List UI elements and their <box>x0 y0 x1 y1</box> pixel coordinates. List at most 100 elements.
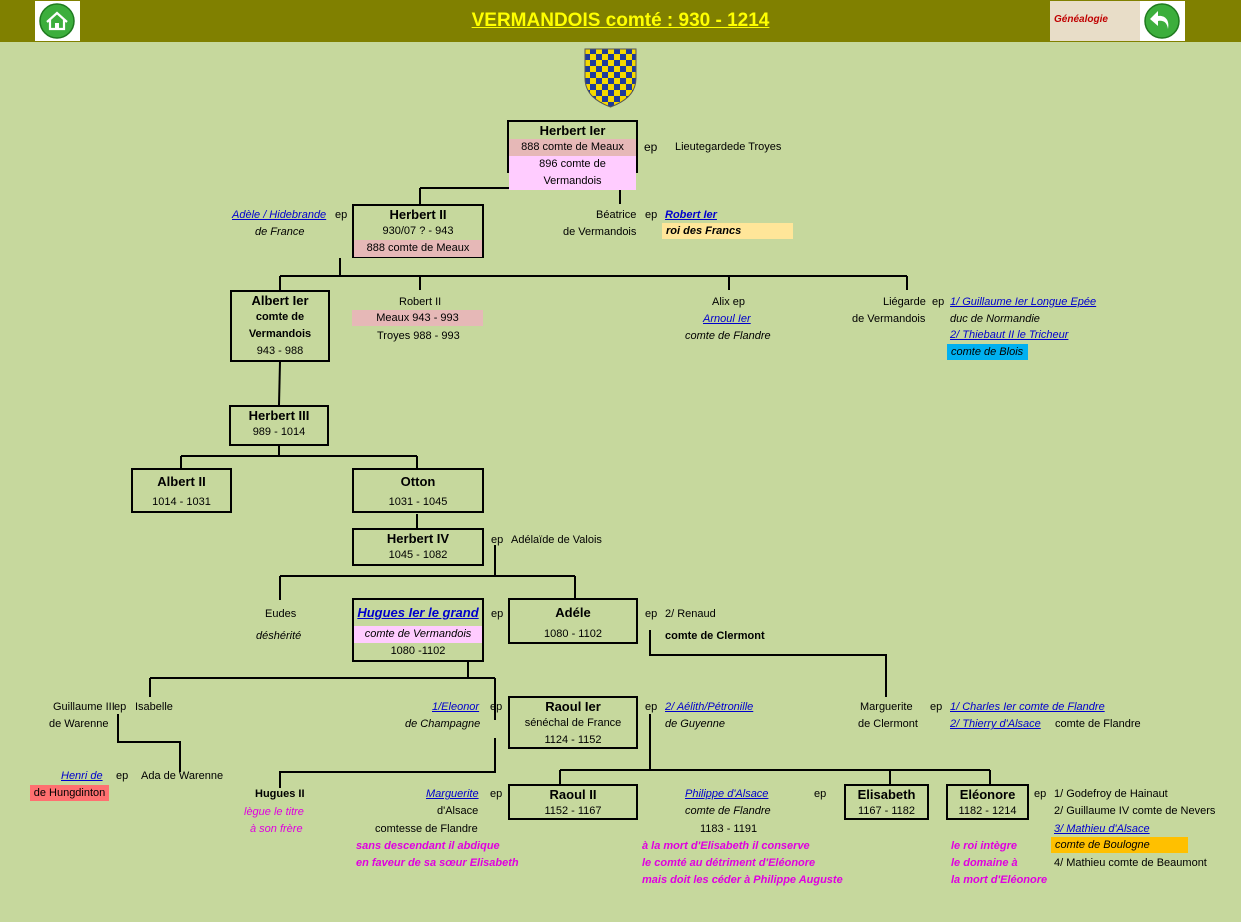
marguerite-alsace-title: comtesse de Flandre <box>375 823 478 835</box>
herbert-2-title: 888 comte de Meaux <box>354 240 482 257</box>
mathieu-title: comte de Boulogne <box>1051 837 1188 853</box>
albert-1-dates: 943 - 988 <box>256 345 304 357</box>
herbert-3-name: Herbert III <box>248 408 310 423</box>
isabelle-name: Isabelle <box>135 701 173 713</box>
albert-1-line-2: Vermandois <box>248 328 312 340</box>
marguerite-alsace-link[interactable]: Marguerite <box>426 788 479 800</box>
ep-label: ep <box>114 701 127 713</box>
herbert-2-dates: 930/07 ? - 943 <box>382 225 454 237</box>
otton-name: Otton <box>400 474 436 489</box>
ep-label: ep <box>644 140 658 154</box>
hugues-2-note-2: à son frère <box>250 823 303 835</box>
herbert-4-box: Herbert IV 1045 - 1082 <box>352 528 484 566</box>
renaud-title: comte de Clermont <box>665 630 765 642</box>
beatrice-origin: de Vermandois <box>563 226 637 238</box>
raoul-2-dates: 1152 - 1167 <box>544 805 602 817</box>
raoul-1-title: sénéchal de France <box>524 717 622 729</box>
marguerite-clermont-origin: de Clermont <box>858 718 918 730</box>
guillaume-longue-epee-link[interactable]: 1/ Guillaume Ier Longue Epée <box>950 296 1097 308</box>
charles-1-link[interactable]: 1/ Charles Ier comte de Flandre <box>950 701 1105 713</box>
eleonore-box: Eléonore 1182 - 1214 <box>946 784 1029 820</box>
liegarde-name: Liégarde <box>883 296 926 308</box>
ep-label: ep <box>932 296 945 308</box>
ep-label: ep <box>490 788 503 800</box>
page-title: VERMANDOIS comté : 930 - 1214 <box>471 10 770 31</box>
coat-of-arms-icon <box>584 48 637 108</box>
thiebaut-link[interactable]: 2/ Thiebaut II le Tricheur <box>950 329 1069 341</box>
aelith-link[interactable]: 2/ Aélith/Pétronille <box>665 701 754 713</box>
hugues-1-link[interactable]: Hugues Ier le grand <box>357 605 479 620</box>
ep-label: ep <box>814 788 827 800</box>
herbert-1-line-1: 888 comte de Meaux <box>509 139 636 156</box>
philippe-dates: 1183 - 1191 <box>700 823 758 835</box>
guillaume-3-origin: de Warenne <box>49 718 109 730</box>
herbert-4-spouse: Adélaïde de Valois <box>511 534 602 546</box>
guillaume-3-name: Guillaume III <box>53 701 115 713</box>
robert-1-link[interactable]: Robert Ier <box>665 209 717 221</box>
liegarde-origin: de Vermandois <box>852 313 926 325</box>
ep-label: ep <box>645 209 658 221</box>
raoul-1-box: Raoul Ier sénéchal de France 1124 - 1152 <box>508 696 638 749</box>
thierry-alsace-link[interactable]: 2/ Thierry d'Alsace <box>950 718 1041 730</box>
herbert-4-name: Herbert IV <box>386 531 450 546</box>
herbert-1-spouse: Lieutegardede Troyes <box>675 141 782 153</box>
albert-1-box: Albert Ier comte de Vermandois 943 - 988 <box>230 290 330 362</box>
guillaume-4-name: 2/ Guillaume IV comte de Nevers <box>1054 805 1216 817</box>
eleonore-note-1: le roi intègre <box>951 840 1018 852</box>
header-bar <box>0 0 1241 42</box>
herbert-2-box: Herbert II 930/07 ? - 943 888 comte de M… <box>352 204 484 258</box>
genealogie-logo[interactable]: Généalogie <box>1050 1 1140 41</box>
beatrice-name: Béatrice <box>596 209 637 221</box>
genealogie-logo-text: Généalogie <box>1054 14 1108 25</box>
mathieu-alsace-link[interactable]: 3/ Mathieu d'Alsace <box>1054 823 1150 835</box>
guillaume-title: duc de Normandie <box>950 313 1040 325</box>
home-button[interactable] <box>35 1 80 41</box>
eleonore-note-3: la mort d'Eléonore <box>951 874 1048 886</box>
eleonor-link[interactable]: 1/Eleonor <box>432 701 480 713</box>
eleonor-origin: de Champagne <box>405 718 481 730</box>
arnoul-1-link[interactable]: Arnoul Ier <box>703 313 751 325</box>
godefroy-name: 1/ Godefroy de Hainaut <box>1054 788 1168 800</box>
thiebaut-title: comte de Blois <box>947 344 1028 360</box>
renaud-name: 2/ Renaud <box>665 608 716 620</box>
ep-label: ep <box>645 608 658 620</box>
albert-2-dates: 1014 - 1031 <box>152 496 211 508</box>
elisabeth-dates: 1167 - 1182 <box>857 805 916 817</box>
albert-1-line-1: comte de <box>255 311 305 323</box>
henri-origin: de Hungdinton <box>30 785 109 801</box>
herbert-2-spouse-link[interactable]: Adèle / Hidebrande <box>232 209 327 221</box>
thierry-title: comte de Flandre <box>1055 718 1141 730</box>
hugues-1-dates: 1080 -1102 <box>390 645 446 657</box>
hugues-1-box: Hugues Ier le grand comte de Vermandois … <box>352 598 484 662</box>
albert-2-name: Albert II <box>157 474 206 489</box>
back-button[interactable] <box>1140 1 1185 41</box>
raoul-2-name: Raoul II <box>549 787 597 802</box>
eleonore-note-2: le domaine à <box>951 857 1018 869</box>
herbert-2-spouse-origin: de France <box>255 226 305 238</box>
ep-label: ep <box>491 608 504 620</box>
marguerite-note-2: en faveur de sa sœur Elisabeth <box>356 857 519 869</box>
philippe-title: comte de Flandre <box>685 805 771 817</box>
philippe-alsace-link[interactable]: Philippe d'Alsace <box>685 788 769 800</box>
alix-name: Alix ep <box>712 296 746 308</box>
albert-2-box: Albert II 1014 - 1031 <box>131 468 232 513</box>
henri-link[interactable]: Henri de <box>61 770 103 782</box>
marguerite-alsace-origin: d'Alsace <box>437 805 479 817</box>
adele-name: Adéle <box>555 605 591 620</box>
elisabeth-name: Elisabeth <box>857 787 916 802</box>
herbert-1-line-2: 896 comte de Vermandois <box>509 156 636 190</box>
adele-dates: 1080 - 1102 <box>544 628 602 640</box>
robert-2-troyes: Troyes 988 - 993 <box>377 330 460 342</box>
marguerite-clermont-name: Marguerite <box>860 701 913 713</box>
adele-box: Adéle 1080 - 1102 <box>508 598 638 644</box>
elisabeth-box: Elisabeth 1167 - 1182 <box>844 784 929 820</box>
otton-dates: 1031 - 1045 <box>388 496 448 508</box>
robert-2-meaux: Meaux 943 - 993 <box>352 310 483 326</box>
aelith-origin: de Guyenne <box>665 718 725 730</box>
raoul-1-dates: 1124 - 1152 <box>544 734 602 746</box>
back-arrow-icon <box>1144 3 1180 39</box>
hugues-2-note-1: lègue le titre <box>244 806 304 818</box>
hugues-2-name: Hugues II <box>255 788 305 800</box>
mathieu-beaumont-name: 4/ Mathieu comte de Beaumont <box>1054 857 1207 869</box>
eudes-note: déshérité <box>256 630 302 642</box>
